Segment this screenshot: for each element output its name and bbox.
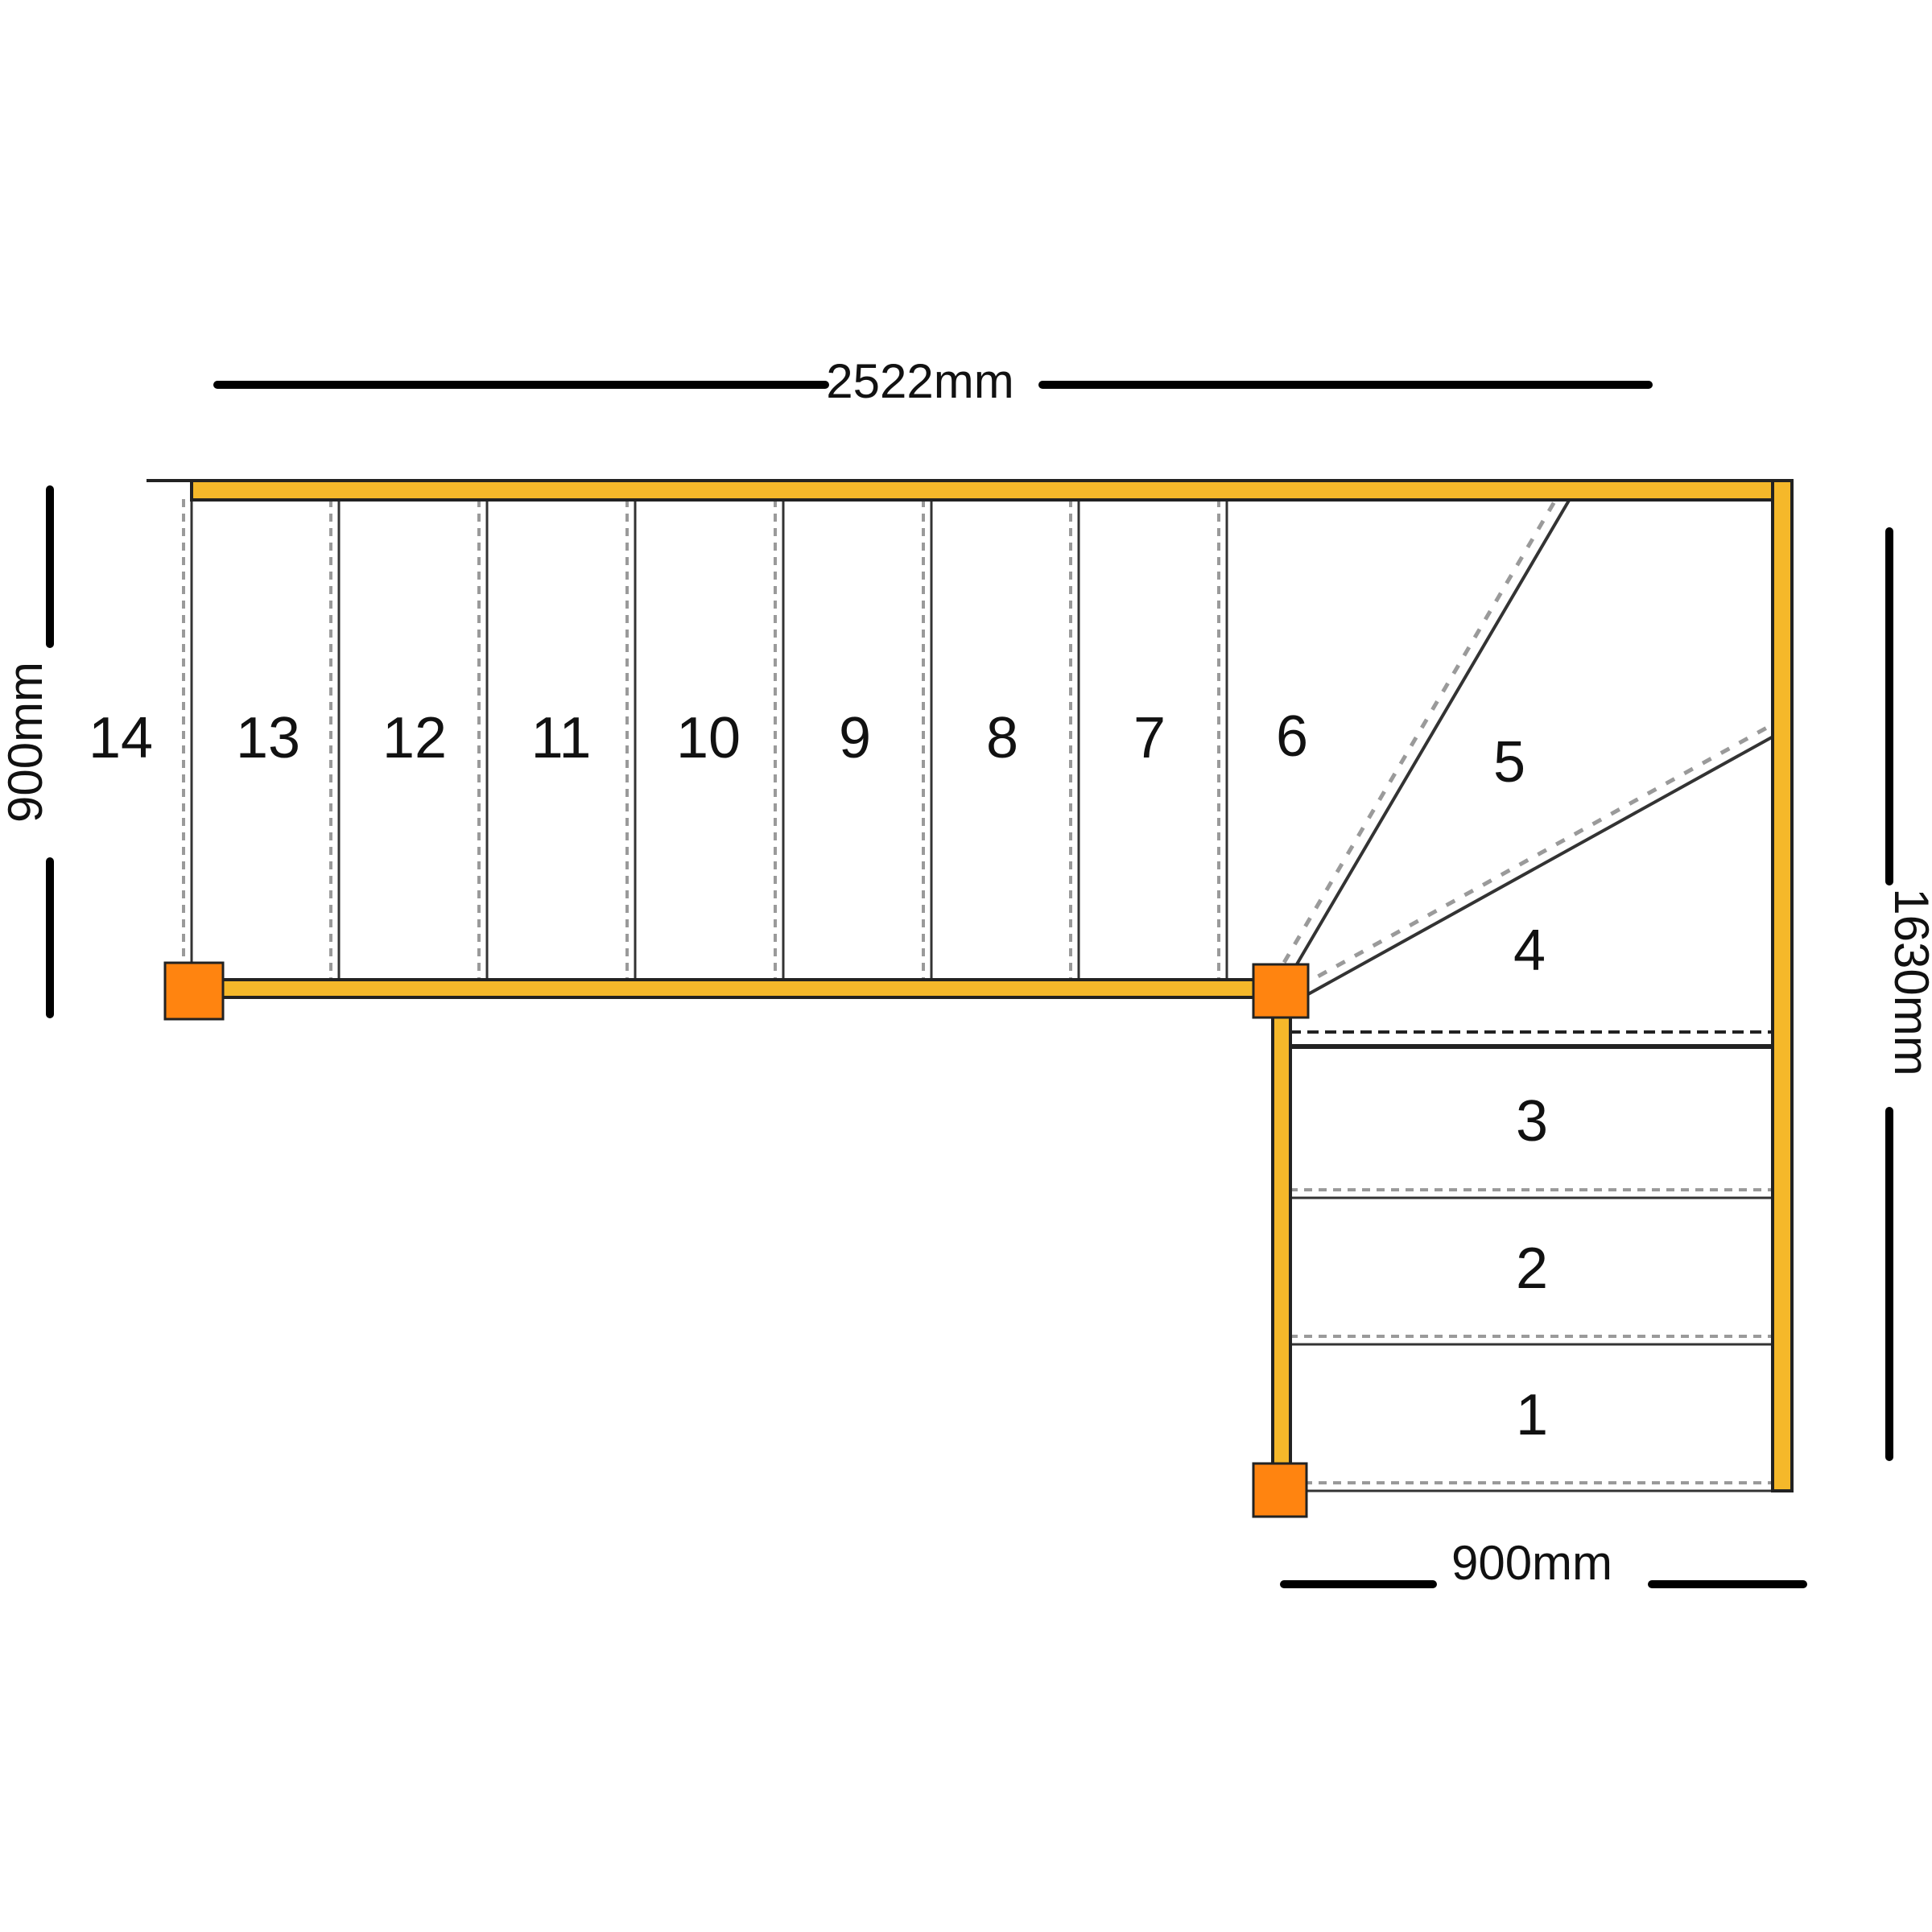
step-numbers: 1 2 3 4 5 6 7 8 9 10 11 12 13 14: [89, 704, 1548, 1447]
dimension-right: 1630mm: [1885, 527, 1932, 1461]
riser-line: [329, 499, 341, 980]
riser-line: [1290, 1335, 1777, 1346]
step-number: 8: [986, 706, 1018, 770]
dimension-label-top: 2522mm: [826, 354, 1013, 408]
winder-lines: [1271, 492, 1778, 1008]
landing-edge: [1290, 1030, 1777, 1049]
step-number: 10: [676, 706, 741, 770]
dimension-label-right: 1630mm: [1885, 888, 1932, 1075]
step-number: 7: [1133, 706, 1166, 770]
dimension-bottom: 900mm: [1280, 1536, 1807, 1590]
step-number: 5: [1493, 730, 1525, 795]
stringers: [190, 479, 1794, 1492]
winder-line-6-5: [1271, 492, 1571, 988]
step-number: 6: [1276, 704, 1308, 769]
step-number: 9: [839, 706, 871, 770]
stringer-top: [190, 479, 1794, 502]
upper-run-risers: [182, 499, 1228, 980]
step-number: 14: [89, 706, 153, 770]
newel-post-bottom: [1252, 1462, 1308, 1518]
stringer-right: [1771, 479, 1794, 1492]
dimension-left: 900mm: [0, 485, 54, 1018]
step-number: 1: [1516, 1383, 1548, 1447]
treads: [147, 479, 1778, 1492]
step-number: 2: [1516, 1236, 1548, 1301]
newel-posts: [163, 961, 1310, 1518]
dimension-label-bottom: 900mm: [1451, 1536, 1612, 1590]
stringer-inner-lower: [1271, 995, 1292, 1492]
riser-line: [625, 499, 637, 980]
step-number: 4: [1513, 919, 1546, 983]
lower-run-risers: [1290, 1188, 1777, 1492]
riser-line: [1290, 1481, 1777, 1492]
riser-line: [1217, 499, 1228, 980]
step-number: 12: [382, 706, 447, 770]
stringer-inner-upper: [190, 978, 1290, 999]
newel-post-top-left: [163, 961, 225, 1021]
step-number: 11: [531, 706, 592, 770]
step-number: 13: [236, 706, 300, 770]
step-number: 3: [1516, 1089, 1548, 1154]
dimension-label-left: 900mm: [0, 662, 52, 823]
winder-line-5-4: [1280, 722, 1778, 1008]
riser-line: [182, 499, 193, 980]
dimension-top: 2522mm: [213, 354, 1653, 408]
riser-line: [1290, 1188, 1777, 1199]
newel-post-corner: [1252, 963, 1310, 1019]
riser-line: [1069, 499, 1080, 980]
riser-line: [477, 499, 489, 980]
riser-line: [922, 499, 933, 980]
riser-line: [774, 499, 785, 980]
